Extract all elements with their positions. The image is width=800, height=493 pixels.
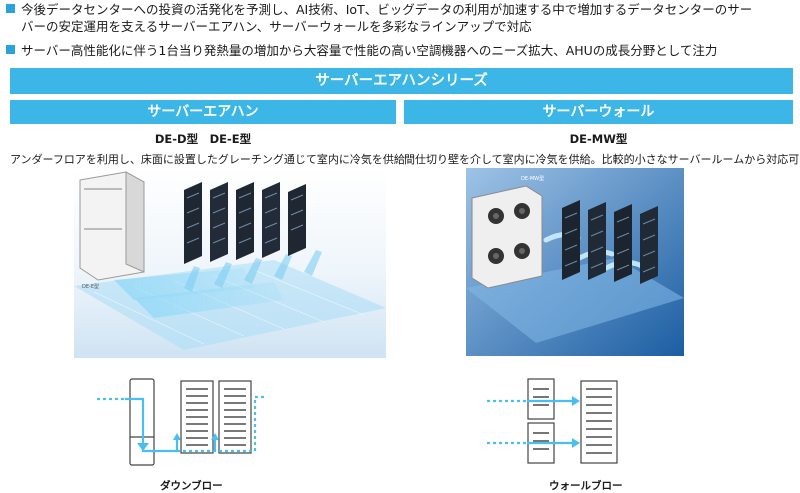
bullet-text-line1: 今後データセンターへの投資の活発化を予測し、AI技術、IoT、ビッグデータの利用… (21, 2, 753, 17)
bullet-square-icon (6, 4, 15, 13)
bullet-investment: 今後データセンターへの投資の活発化を予測し、AI技術、IoT、ビッグデータの利用… (6, 1, 786, 35)
right-model: DE-MW型 (569, 132, 628, 146)
bullet-text-line2: バーの安定運用を支えるサーバーエアハン、サーバーウォールを多彩なラインアップで対… (21, 19, 532, 34)
right-title: サーバーウォール (404, 100, 793, 124)
left-photo-label: DE-E型 (82, 283, 99, 290)
downblow-caption: ダウンブロー (160, 480, 223, 492)
downblow-diagram (97, 378, 267, 466)
server-airhandler-photo: DE-E型 (74, 168, 386, 358)
wallblow-diagram (487, 378, 618, 464)
right-photo-label: DE-MW型 (521, 175, 544, 182)
right-description: 間仕切り壁を介して室内に冷気を供給。比較的小さなサーバールームから対応可能 (404, 153, 800, 166)
bullet-text: サーバー高性能化に伴う1台当り発熱量の増加から大容量で性能の高い空調機器へのニー… (21, 43, 718, 58)
series-title: サーバーエアハンシリーズ (10, 68, 793, 94)
left-model: DE-D型 DE-E型 (154, 132, 252, 146)
bullet-demand: サーバー高性能化に伴う1台当り発熱量の増加から大容量で性能の高い空調機器へのニー… (6, 42, 717, 59)
left-description: アンダーフロアを利用し、床面に設置したグレーチング通じて室内に冷気を供給 (10, 153, 405, 166)
server-wall-photo: DE-MW型 (466, 168, 684, 356)
left-title: サーバーエアハン (10, 100, 396, 124)
wallblow-caption: ウォールブロー (549, 480, 623, 492)
bullet-square-icon (6, 45, 15, 54)
